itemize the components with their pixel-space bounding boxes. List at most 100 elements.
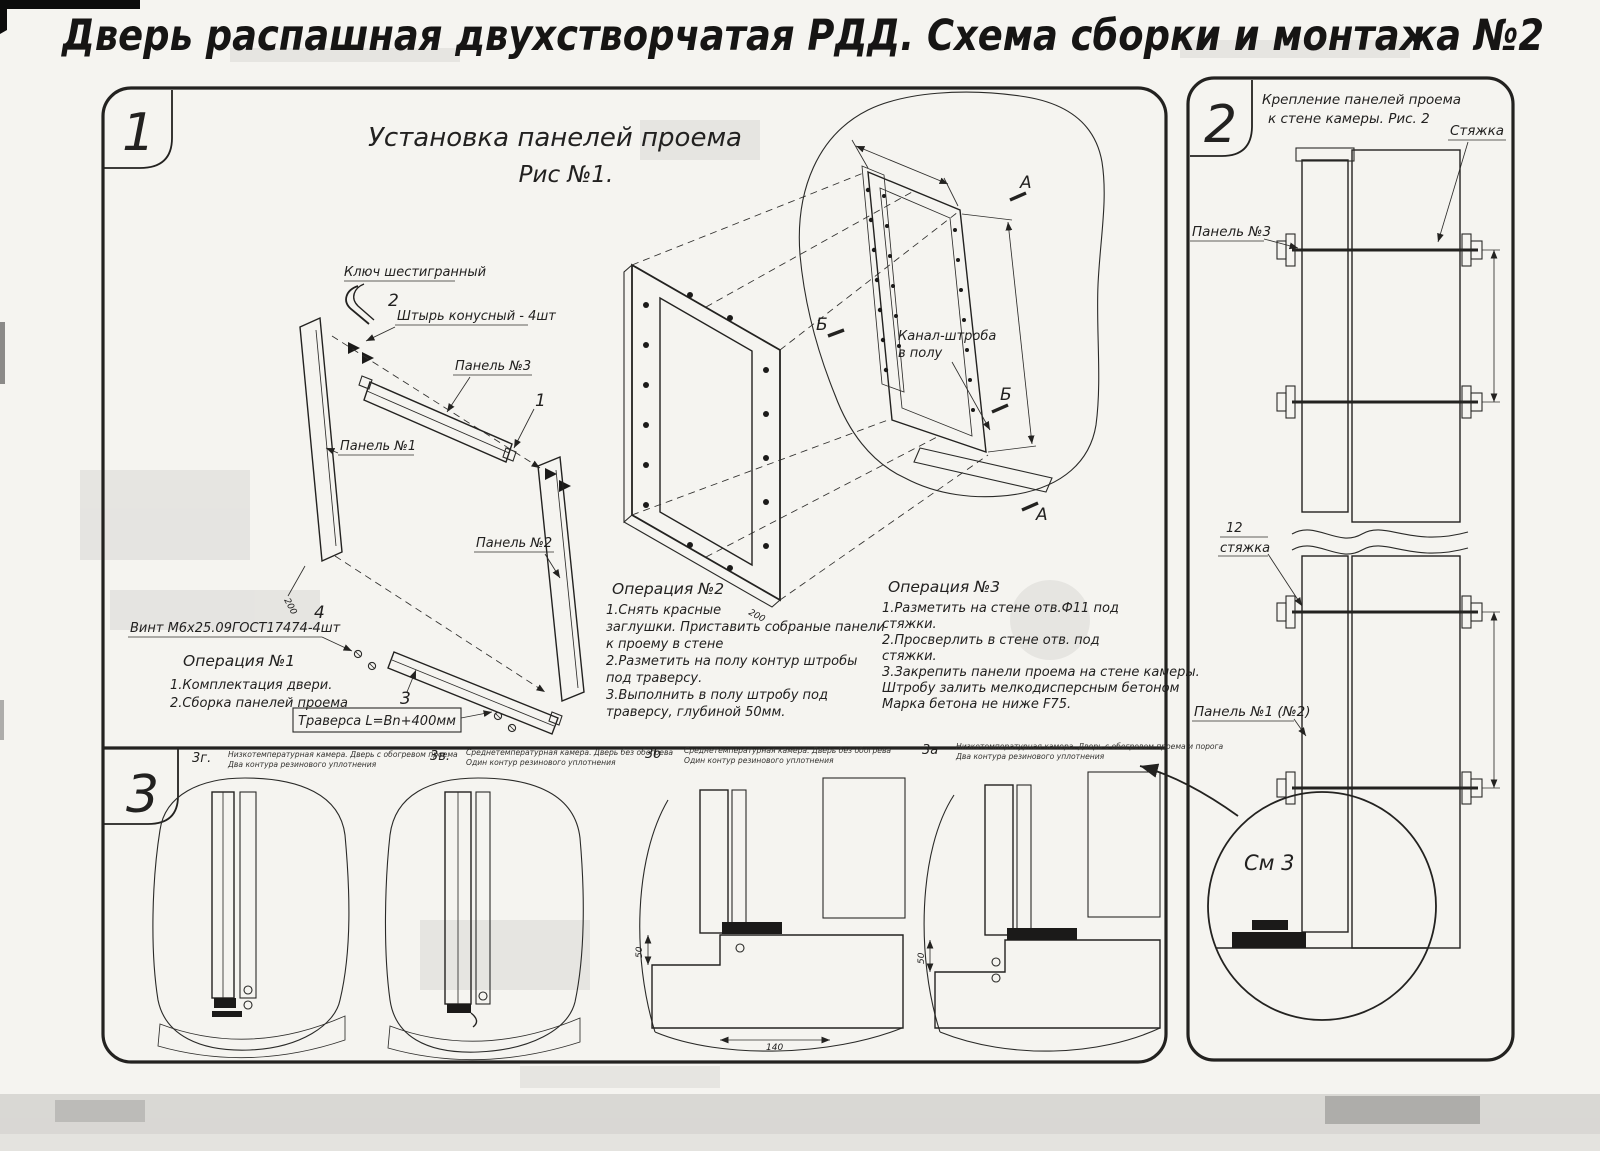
operation2-text: Операция №2 1.Снять красные заглушки. Пр… (606, 580, 885, 720)
panel3-label: Панель №3 (455, 359, 531, 374)
traverse-item-number: 3 (400, 689, 411, 709)
opening-fixing-dots (865, 187, 975, 412)
cone-pin-icons (348, 342, 571, 492)
view-3a-caption1: Низкотемпературная камера. Дверь с обогр… (956, 742, 1224, 751)
see-detail-arrow (1139, 763, 1239, 817)
floor-channel-label-2: в полу (898, 346, 943, 361)
view-3v-caption2: Один контур резинового уплотнения (466, 758, 616, 767)
pin-label: Штырь конусный - 4шт (397, 309, 556, 324)
operation2-line: 1.Снять красные (606, 603, 721, 618)
operation3-line: Штробу залить мелкодисперсным бетоном (882, 681, 1180, 696)
tie-rod (1276, 771, 1483, 805)
screw-item-number: 4 (314, 603, 325, 623)
operation3-text: Операция №3 1.Разметить на стене отв.Ф11… (882, 578, 1200, 712)
sec2-panel1-leader (1293, 718, 1307, 737)
assembly-line-top (331, 335, 541, 469)
operation2-title: Операция №2 (612, 580, 724, 598)
parts-group: Ключ шестигранный 2 Штырь конусный - 4шт (128, 265, 585, 735)
see-detail-label: См 3 (1244, 851, 1295, 875)
floor-channel-leader (951, 361, 991, 431)
view-3b-dim-140: 140 (766, 1043, 783, 1053)
operation1-title: Операция №1 (183, 652, 295, 670)
traverse-label: Траверса L=Bn+400мм (298, 714, 456, 729)
wall-opening-drawing: А А Б Б Канал-штроба в полу (798, 91, 1105, 525)
panel1-dim-line (287, 565, 306, 597)
tie-top-label: Стяжка (1450, 123, 1504, 139)
view-3g-id: 3г. (192, 751, 211, 766)
operation3-line: стяжки. (882, 617, 937, 632)
sec2-panel3-label: Панель №3 (1192, 224, 1271, 240)
section2-number: 2 (1204, 95, 1237, 155)
traverse-number-leader (406, 669, 417, 693)
scan-ghost-artifacts (80, 40, 1410, 1088)
panel1-label: Панель №1 (340, 439, 416, 454)
panel2-label: Панель №2 (476, 536, 552, 551)
view-3a-id: 3а (922, 743, 938, 758)
section-marker-b-right: Б (1000, 385, 1012, 405)
view-3a-caption2: Два контура резинового уплотнения (955, 752, 1105, 761)
view-3b-dim-50: 50 (635, 946, 645, 958)
view-3v-id: 3в. (430, 749, 450, 764)
page-title: Дверь распашная двухстворчатая РДД. Схем… (60, 11, 1544, 61)
opening-width-dim (855, 145, 949, 185)
section2-corner-cell (1190, 80, 1253, 157)
view-3b: 3б Среднетемпературная камера. Дверь без… (635, 746, 906, 1053)
screw-label: Винт М6х25.09ГОСТ17474-4шт (130, 621, 341, 636)
view-3g: 3г. Низкотемпературная камера. Дверь с о… (152, 750, 458, 1059)
screw-leader (321, 636, 353, 652)
tie-rod-assemblies (1276, 233, 1483, 805)
view-3b-caption2: Один контур резинового уплотнения (684, 756, 834, 765)
sec2-panel3-leader (1263, 238, 1299, 250)
section1-heading-line1: Установка панелей проема (368, 123, 742, 153)
traverse-label-leader (460, 710, 493, 719)
operation1-text: Операция №1 1.Комплектация двери. 2.Сбор… (170, 652, 348, 711)
operation3-line: 2.Просверлить в стене отв. под (882, 633, 1100, 648)
section1-border (101, 86, 1168, 1064)
section1-heading-line2: Рис №1. (519, 162, 614, 188)
wall-section-drawing (1276, 147, 1500, 949)
section3-number: 3 (126, 765, 159, 825)
panel3-drawing (358, 375, 517, 463)
panel3-leader (446, 376, 471, 413)
tie-rod (1276, 385, 1483, 419)
tie12-label: стяжка (1220, 541, 1270, 556)
view-3b-id: 3б (645, 747, 661, 762)
assembly-line-bottom (334, 555, 546, 693)
section1-number: 1 (122, 103, 155, 163)
screw-icons (353, 649, 517, 733)
view-3v: 3в. Среднетемпературная камера. Дверь бе… (384, 748, 673, 1061)
view-3a-dim-50: 50 (917, 952, 927, 964)
sec2-panel1-label: Панель №1 (№2) (1194, 704, 1311, 720)
operation1-line: 2.Сборка панелей проема (170, 696, 348, 711)
projection-lines (631, 171, 989, 601)
break-line-2 (1291, 545, 1469, 555)
panel-column-upper (1301, 159, 1349, 513)
operation2-line: заглушки. Приставить собраные панели (606, 620, 885, 635)
operation2-line: траверсу, глубиной 50мм. (606, 705, 785, 720)
section3-corner-cell (104, 748, 179, 825)
operation2-line: 3.Выполнить в полу штробу под (606, 688, 828, 703)
detail-circle: См 3 (1207, 791, 1437, 1021)
floor-channel-drawing (913, 447, 1053, 493)
section-markers: А А Б Б (816, 173, 1048, 525)
tie-top-leader (1437, 141, 1469, 243)
section2-heading-line2: к стене камеры. Рис. 2 (1268, 111, 1430, 127)
tie12-leader (1267, 553, 1303, 607)
panel1-drawing (299, 316, 343, 563)
tie-rod (1276, 595, 1483, 629)
tie-rod (1276, 233, 1483, 267)
view-3b-caption1: Среднетемпературная камера. Дверь без об… (684, 746, 891, 755)
panel3-number-leader (513, 408, 535, 449)
wall-blob-outline (798, 91, 1105, 498)
operation2-line: 2.Разметить на полу контур штробы (606, 654, 857, 669)
floor-channel-label-1: Канал-штроба (898, 329, 996, 344)
opening-height-dim (1005, 221, 1035, 445)
assembled-frame-drawing: 200 (623, 171, 989, 625)
operation3-line: 3.Закрепить панели проема на стене камер… (882, 665, 1200, 680)
tie12-number: 12 (1226, 521, 1243, 536)
section2-heading-line1: Крепление панелей проема (1262, 92, 1461, 108)
operation1-line: 1.Комплектация двери. (170, 678, 332, 693)
